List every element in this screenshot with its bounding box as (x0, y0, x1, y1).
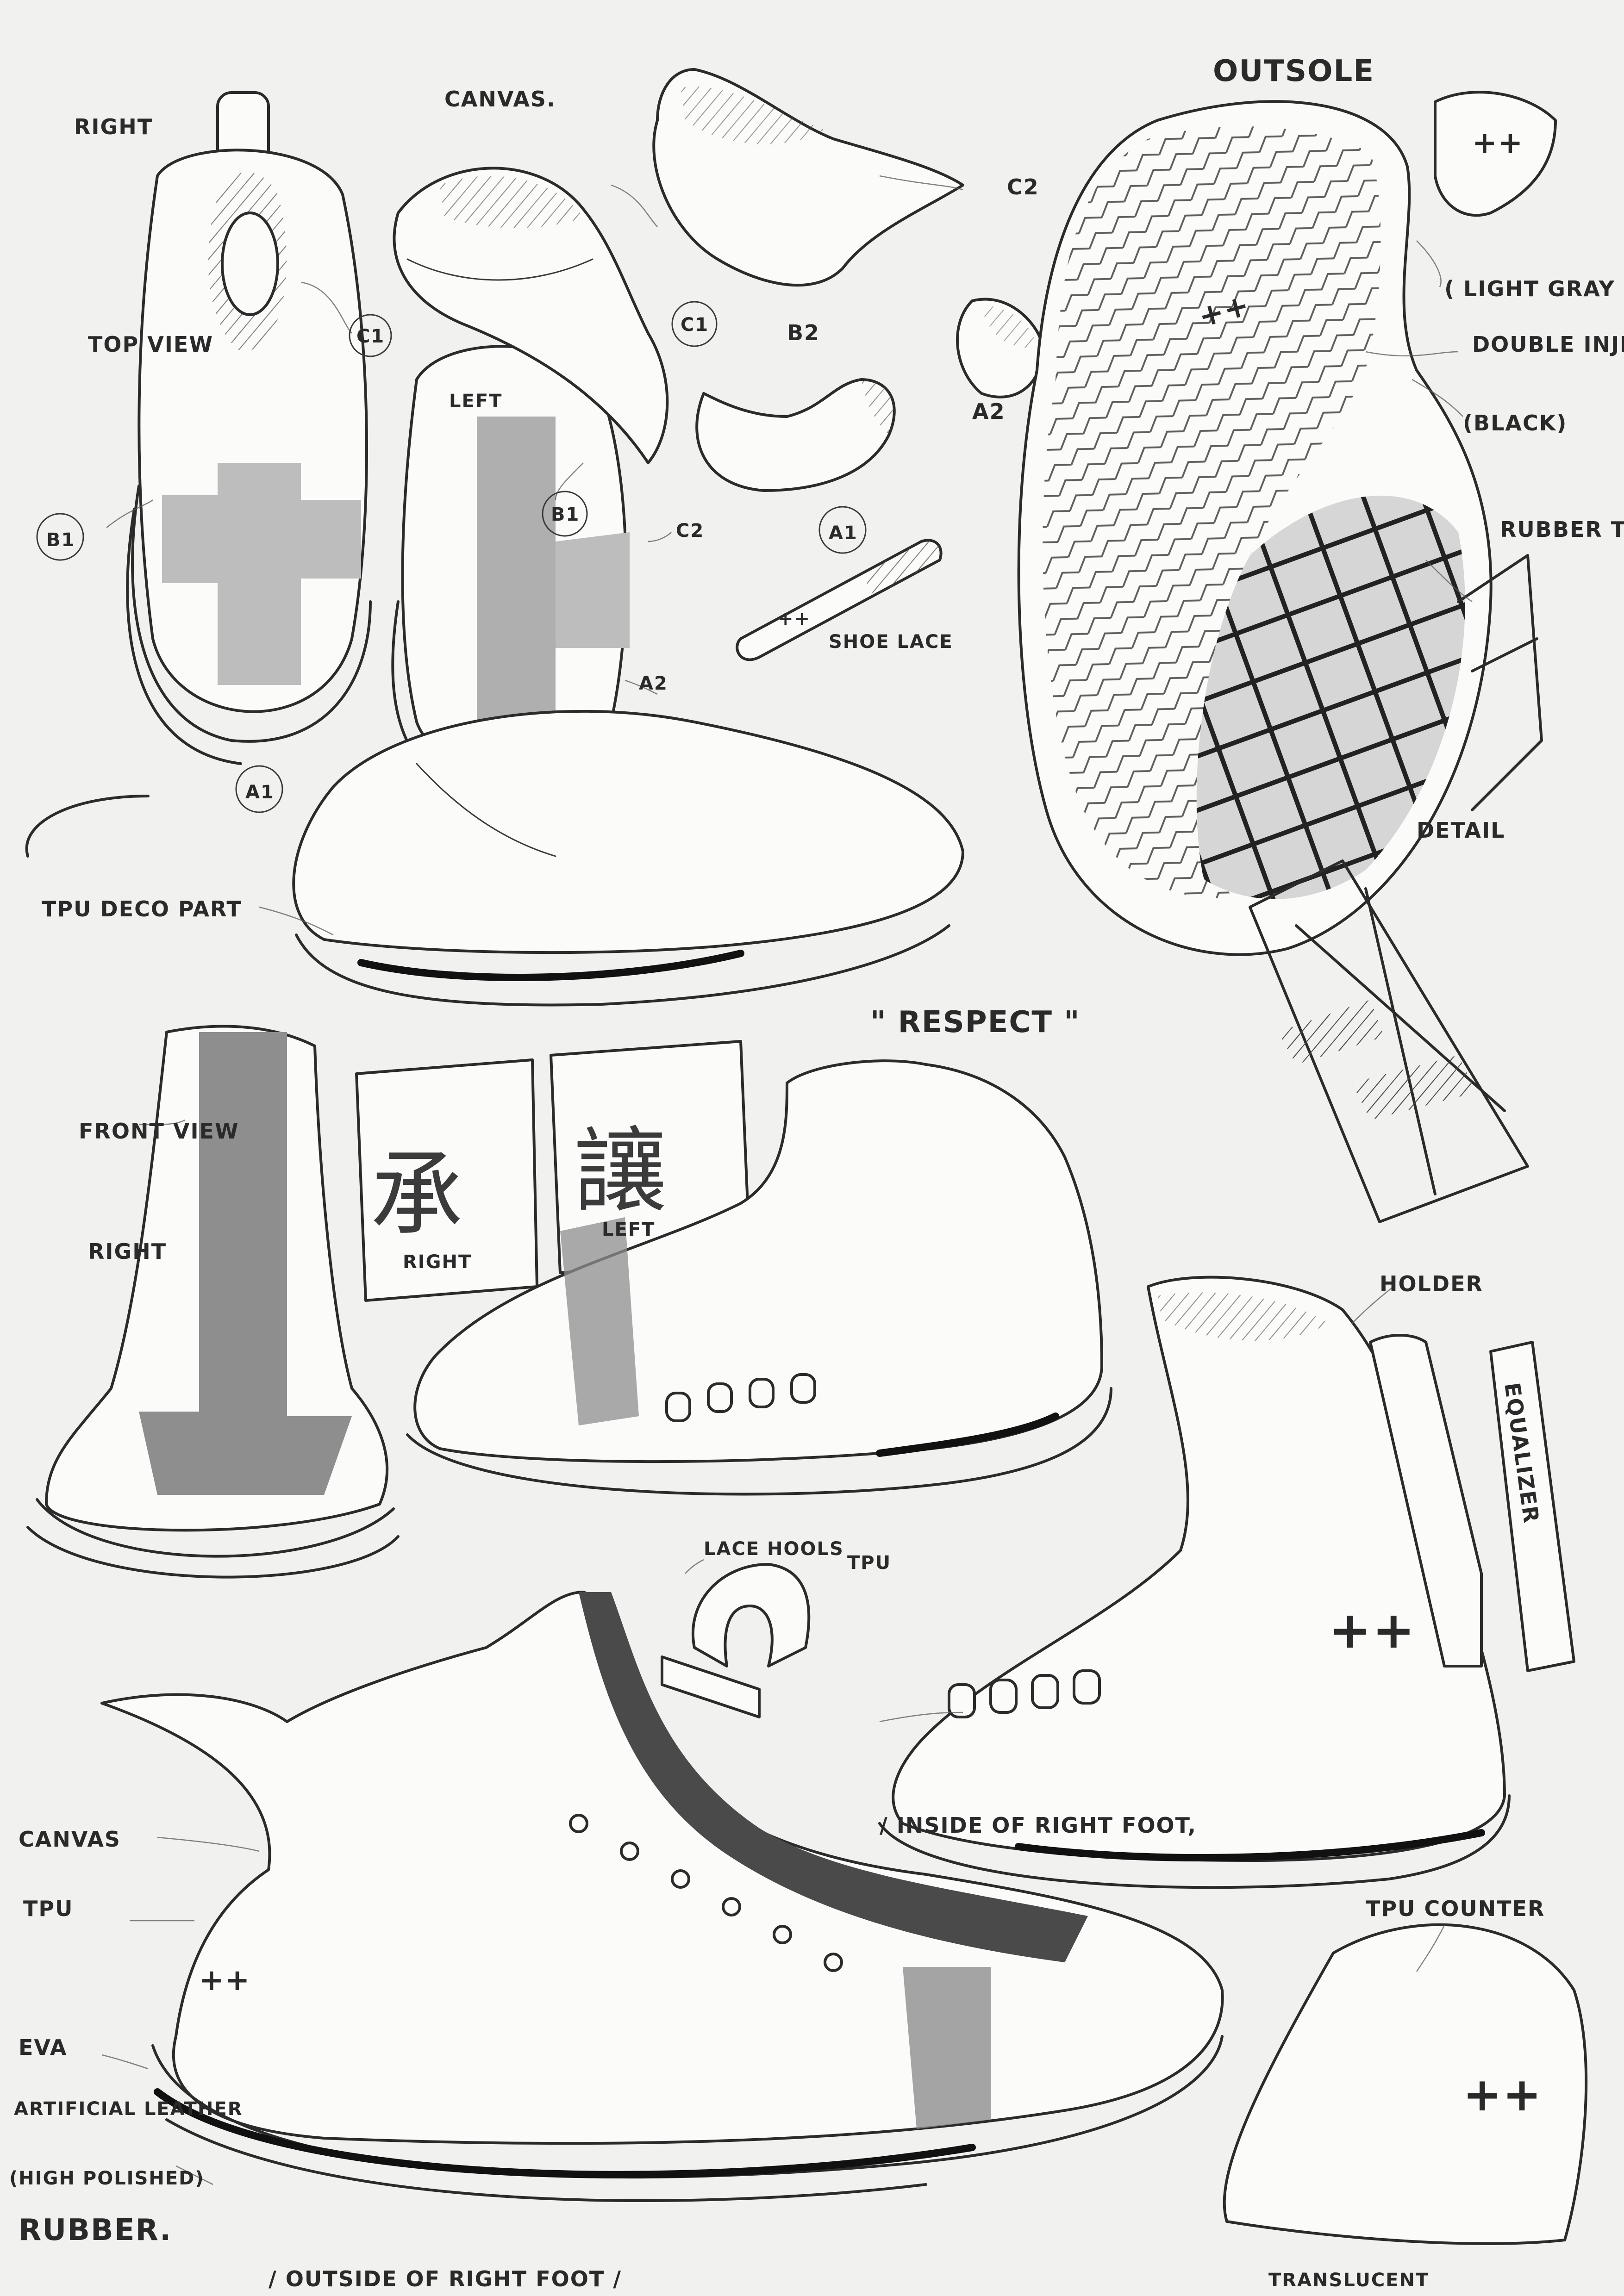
outsole-view: ++ (1017, 100, 1493, 956)
equalizer-holder: EQUALIZER (1489, 1341, 1575, 1672)
tpu-parts-a1-a2 (695, 298, 1044, 492)
cap-logo-mark: ++ (1472, 126, 1524, 160)
counter-logo-mark: ++ (1463, 2067, 1543, 2122)
label-holder: HOLDER (1380, 1271, 1483, 1296)
leader-lines (101, 175, 1473, 2185)
side-view-shoe-high: ++ (878, 1276, 1511, 1889)
label-right-top: RIGHT (74, 114, 153, 139)
label-outside-right-foot: / OUTSIDE OF RIGHT FOOT / (269, 2266, 622, 2291)
rubber-detail (1249, 554, 1543, 1223)
label-high-polished: (HIGH POLISHED) (9, 2168, 205, 2189)
label-front-view: FRONT VIEW (79, 1119, 239, 1144)
label-eva: EVA (19, 2035, 68, 2060)
label-canvas-top: CANVAS. (444, 87, 556, 112)
toe-cap-light-gray: ++ (1434, 91, 1557, 217)
cjk-character-right: 承 (370, 1141, 464, 1249)
label-top-view: TOP VIEW (88, 332, 213, 357)
annotation-labels: RIGHT CANVAS. OUTSOLE C2 C1 C1 B2 ( LIGH… (9, 54, 1624, 2291)
side-view-shoe-large: ++ (100, 1591, 1224, 2202)
label-c2-mid: C2 (676, 520, 704, 541)
label-left-cjk: LEFT (602, 1219, 655, 1240)
label-b2: B2 (787, 320, 820, 345)
label-outsole: OUTSOLE (1213, 54, 1374, 88)
label-right-front: RIGHT (88, 1239, 167, 1264)
label-a2-mid: A2 (639, 673, 668, 694)
label-a2-parts: A2 (972, 399, 1006, 424)
cjk-character-left: 讓 (574, 1118, 668, 1226)
cjk-panels: 承 讓 (355, 1040, 751, 1302)
label-right-cjk: RIGHT (403, 1251, 472, 1273)
label-a1-parts: A1 (829, 523, 858, 544)
label-light-gray: ( LIGHT GRAY ) (1444, 276, 1624, 301)
label-c1-parts: C1 (681, 314, 709, 336)
label-shoe-lace: SHOE LACE (829, 631, 953, 653)
top-view-shoe (126, 91, 372, 765)
lace-hooks-row (665, 1373, 816, 1422)
side-view-shoe-low (25, 709, 964, 1007)
canvas-part-c2 (652, 68, 964, 287)
label-c2-upper: C2 (1007, 174, 1039, 199)
front-view-shoe (26, 1025, 400, 1579)
canvas-part-c1-b1 (393, 167, 669, 464)
label-detail: DETAIL (1417, 818, 1505, 843)
label-rubber-texture: RUBBER TEXTURE (1500, 517, 1624, 542)
heel-logo-mark: ++ (1329, 1600, 1416, 1660)
eyelets-row (569, 1814, 843, 1972)
label-black: (BLACK) (1463, 411, 1567, 436)
label-lace-hools: LACE HOOLS (704, 1538, 844, 1560)
tpu-counter: ++ (1223, 1923, 1588, 2245)
shoe-lace: ++ (736, 539, 943, 661)
label-b1-mid: B1 (551, 504, 580, 525)
side-logo-mark: ++ (199, 1963, 250, 1997)
label-left-top: LEFT (449, 391, 502, 412)
label-tpu-hook: TPU (847, 1552, 891, 1574)
label-double-injection: DOUBLE INJECTION (1472, 332, 1624, 357)
label-inside-right-foot: / INSIDE OF RIGHT FOOT, (880, 1813, 1197, 1838)
label-tpu-counter: TPU COUNTER (1366, 1896, 1545, 1921)
label-canvas-side: CANVAS (19, 1827, 121, 1852)
callout-circles (36, 301, 867, 813)
label-tpu-deco-part: TPU DECO PART (42, 896, 242, 921)
label-respect: " RESPECT " (870, 1005, 1081, 1039)
lace-hook-detail (661, 1563, 811, 1718)
label-b1-left: B1 (46, 529, 75, 551)
label-a1-bottom: A1 (245, 782, 275, 803)
label-c1-top: C1 (356, 326, 385, 347)
label-rubber: RUBBER. (19, 2213, 172, 2247)
label-artificial-leather: ARTIFICIAL LEATHER (14, 2098, 243, 2120)
lace-logo-mark: ++ (778, 608, 811, 629)
label-tpu-side: TPU (23, 1896, 73, 1921)
side-view-shoe-mid (406, 1059, 1112, 1496)
label-translucent: TRANSLUCENT (1268, 2270, 1429, 2291)
